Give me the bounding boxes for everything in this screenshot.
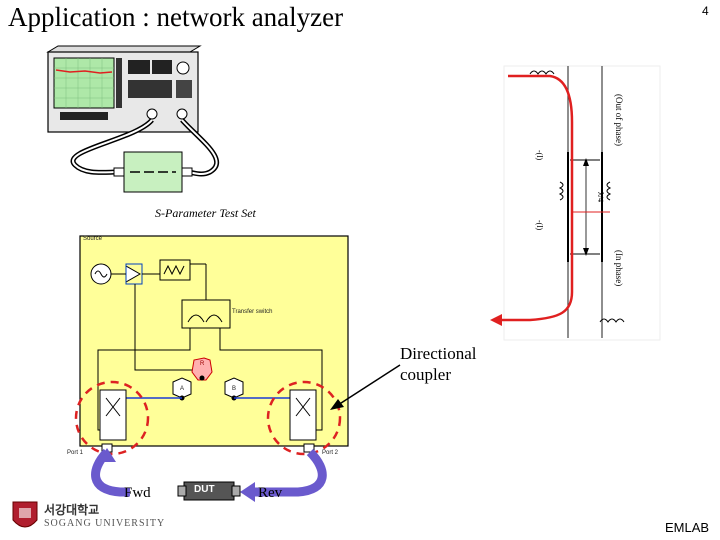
receiver-b-label: B xyxy=(232,386,237,392)
page-number: 4 xyxy=(702,4,709,18)
receiver-r-label: R xyxy=(200,361,205,367)
footer-label: EMLAB xyxy=(665,520,710,535)
delta2-label: -(l) xyxy=(535,220,544,231)
page-title: Application : network analyzer xyxy=(8,2,344,32)
logo-korean-text: 서강대학교 xyxy=(44,503,100,517)
port1-label: Port 1 xyxy=(67,450,84,456)
analyzer-screen xyxy=(53,57,115,109)
coupler-pointer-arrow xyxy=(330,364,401,410)
logo-english-text: SOGANG UNIVERSITY xyxy=(44,518,166,529)
university-seal-icon xyxy=(12,501,38,528)
port2-label: Port 2 xyxy=(322,450,339,456)
out-of-phase-label: (Out of phase) xyxy=(614,94,624,146)
coupler-port1 xyxy=(99,389,127,441)
rev-label: Rev xyxy=(258,485,283,501)
coupler-port2 xyxy=(289,389,317,441)
receiver-a-label: A xyxy=(180,386,185,392)
receiver-b xyxy=(224,377,244,399)
dut-label: DUT xyxy=(194,484,215,495)
fwd-label: Fwd xyxy=(124,485,151,501)
test-set-label: S-Parameter Test Set xyxy=(155,206,256,220)
coupled-line-coupler-diagram xyxy=(490,65,661,341)
s-parameter-test-set-diagram xyxy=(74,235,349,502)
dashed-circle-port2 xyxy=(266,380,342,456)
source-label: Source xyxy=(83,236,103,242)
receiver-a xyxy=(172,377,192,399)
quarter-wave-label: λ/4 xyxy=(596,192,605,203)
dashed-circle-port1 xyxy=(74,380,150,456)
delta1-label: -(l) xyxy=(535,150,544,161)
network-analyzer-illustration xyxy=(46,45,219,193)
transfer-switch-label: Transfer switch xyxy=(232,309,273,315)
transfer-switch xyxy=(181,299,231,329)
in-phase-label: (In phase) xyxy=(614,250,624,287)
directional-coupler-label: Directional coupler xyxy=(400,344,477,384)
